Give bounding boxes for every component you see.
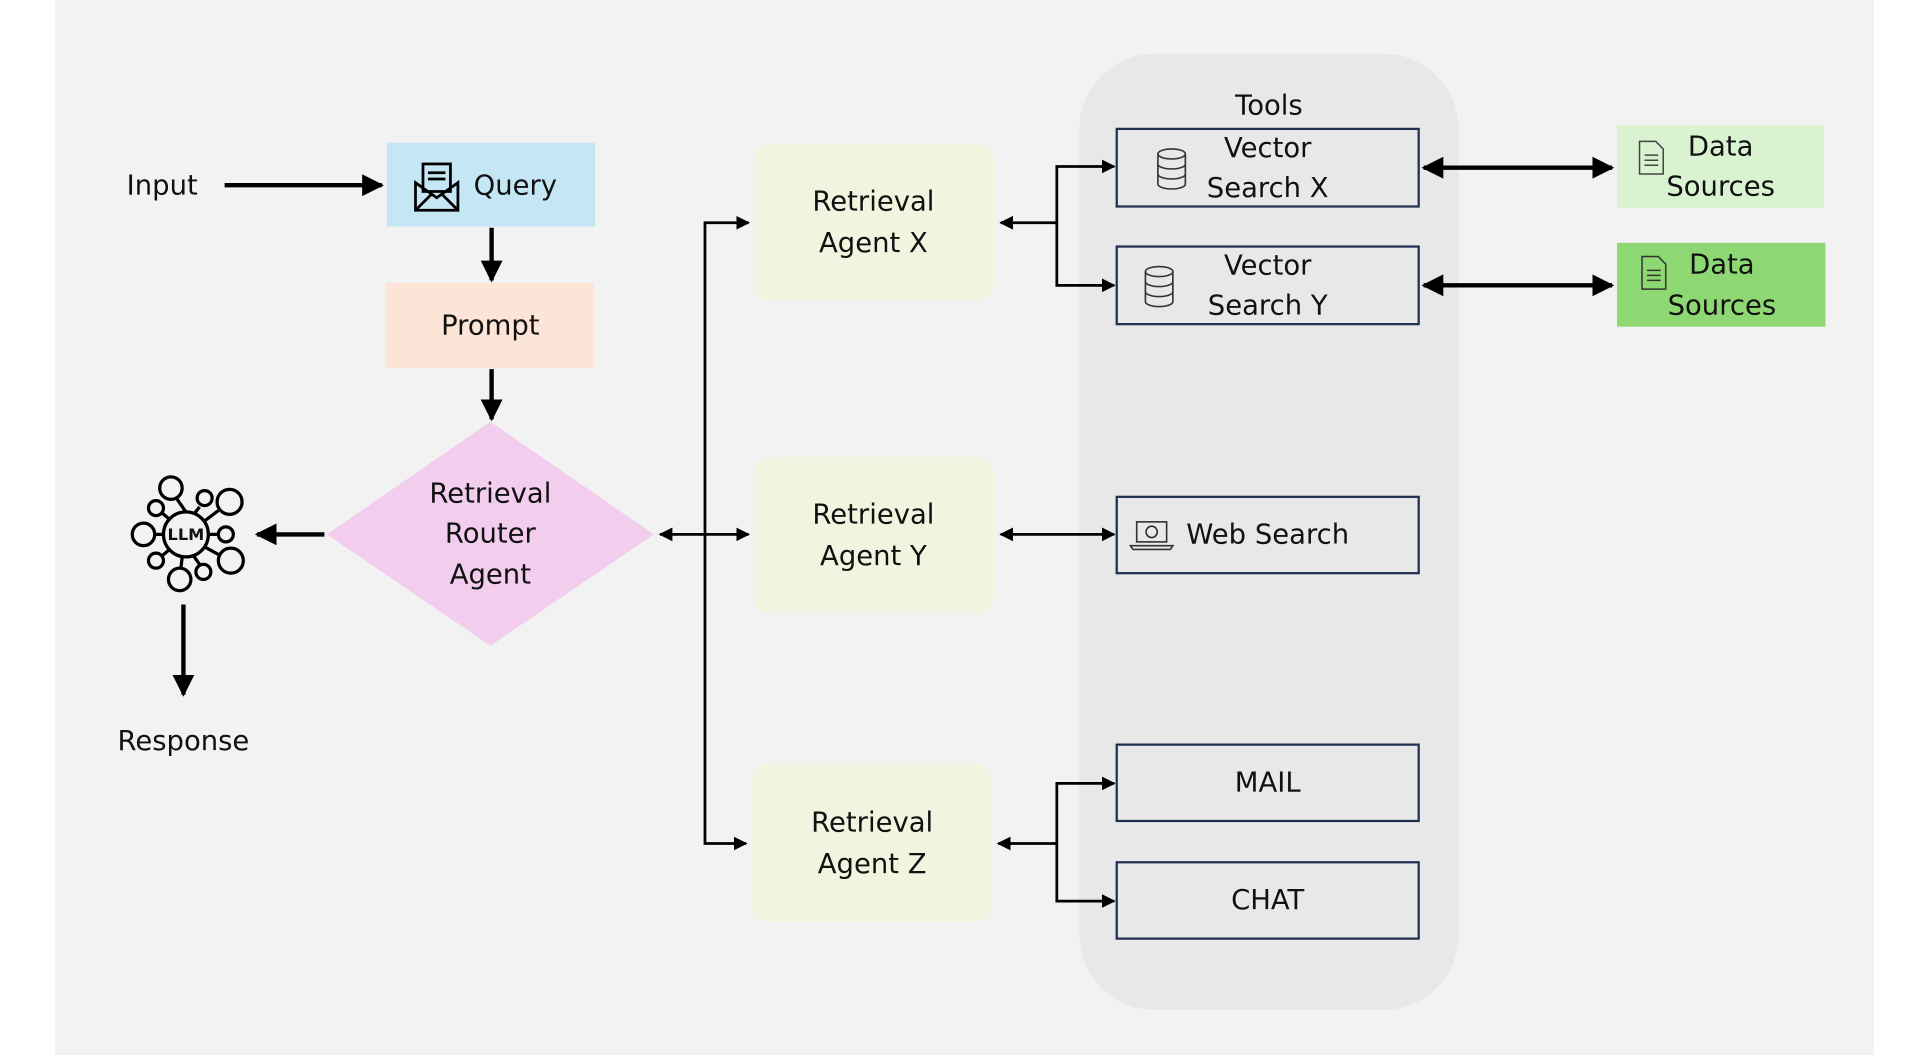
neural-network-icon — [130, 475, 245, 593]
database-icon — [1157, 148, 1187, 190]
router-line-3: Agent — [450, 559, 531, 591]
svg-text:Retrieval: Retrieval — [812, 499, 934, 531]
router-agent-x-connector — [703, 215, 751, 535]
svg-text:Retrieval: Retrieval — [811, 806, 933, 838]
svg-text:Sources: Sources — [1666, 171, 1775, 203]
svg-text:Sources: Sources — [1668, 290, 1777, 322]
agent-z-mail-connector — [1055, 776, 1116, 844]
svg-text:Search X: Search X — [1207, 172, 1329, 204]
llm-label: LLM — [168, 525, 205, 544]
svg-text:CHAT: CHAT — [1231, 884, 1304, 916]
svg-text:Agent X: Agent X — [819, 227, 928, 259]
agent-x-vector-x-connector — [1055, 159, 1116, 223]
web-search-tool: Web Search — [1115, 495, 1420, 575]
svg-text:MAIL: MAIL — [1235, 766, 1302, 798]
chat-tool: CHAT — [1115, 861, 1420, 940]
database-icon — [1144, 265, 1174, 308]
router-line-1: Retrieval — [429, 477, 551, 509]
query-label: Query — [474, 169, 557, 201]
document-icon — [1641, 255, 1667, 290]
svg-text:Vector: Vector — [1224, 250, 1312, 282]
prompt-node — [385, 282, 594, 368]
router-agent-z-connector — [703, 534, 748, 851]
svg-text:Agent Z: Agent Z — [818, 848, 927, 880]
document-icon — [1638, 140, 1664, 175]
svg-text:Data: Data — [1688, 131, 1754, 163]
input-label: Input — [127, 169, 198, 201]
mail-tool: MAIL — [1115, 743, 1420, 823]
svg-text:Retrieval: Retrieval — [812, 186, 934, 218]
svg-text:Search Y: Search Y — [1208, 290, 1328, 322]
agent-z-chat-connector — [1055, 843, 1116, 908]
envelope-document-icon — [414, 162, 460, 212]
svg-text:Data: Data — [1689, 248, 1755, 280]
response-label: Response — [118, 725, 250, 757]
svg-text:Agent Y: Agent Y — [820, 540, 927, 572]
agent-x-vector-y-connector — [1055, 222, 1116, 293]
query-node: Query — [386, 142, 596, 227]
tools-title: Tools — [1234, 89, 1303, 121]
router-line-2: Router — [445, 517, 537, 549]
router-node — [326, 421, 654, 646]
svg-text:Web Search: Web Search — [1186, 519, 1349, 551]
laptop-globe-icon — [1128, 521, 1175, 551]
prompt-label: Prompt — [441, 310, 540, 342]
svg-text:Vector: Vector — [1224, 132, 1312, 164]
